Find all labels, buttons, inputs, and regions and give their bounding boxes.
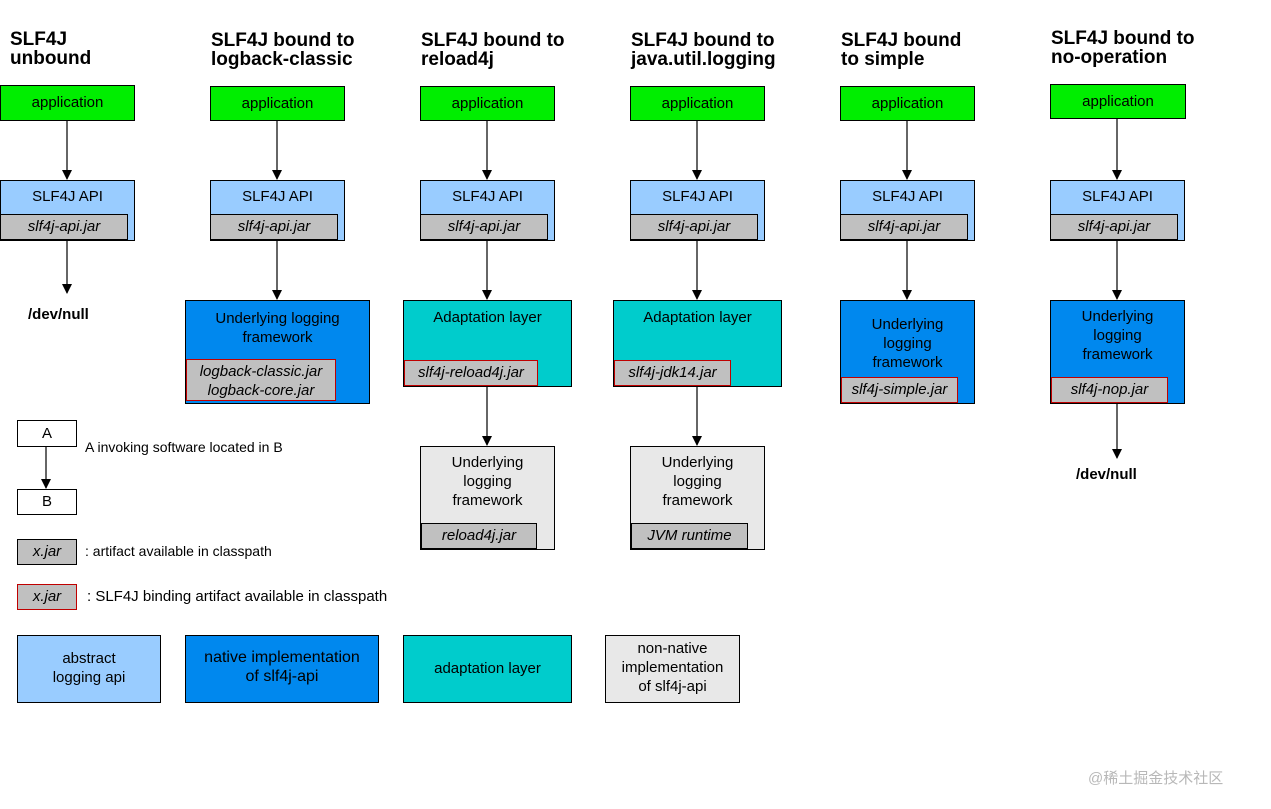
dev-null-label: /dev/null (28, 306, 89, 323)
slf4j-api-jar: slf4j-api.jar (0, 214, 128, 240)
slf4j-api-label: SLF4J API (1082, 188, 1153, 205)
legend-artifact-text: : artifact available in classpath (85, 543, 272, 559)
slf4j-api-label: SLF4J API (662, 188, 733, 205)
slf4j-simple-jar: slf4j-simple.jar (841, 377, 958, 403)
logback-jars: logback-classic.jar logback-core.jar (186, 359, 336, 401)
legend-invoking-text: A invoking software located in B (85, 439, 283, 455)
column-title-simple: SLF4J bound to simple (841, 30, 962, 70)
slf4j-api-label: SLF4J API (872, 188, 943, 205)
legend-artifact-jar: x.jar (17, 539, 77, 565)
legend-adaptation-layer: adaptation layer (403, 635, 572, 703)
application-box: application (420, 86, 555, 121)
application-label: application (871, 95, 944, 112)
application-box: application (210, 86, 345, 121)
column-title-jul: SLF4J bound to java.util.logging (631, 30, 776, 70)
legend-box-b: B (17, 489, 77, 515)
application-label: application (451, 95, 524, 112)
column-title-logback: SLF4J bound to logback-classic (211, 30, 355, 70)
framework-label: Underlying logging framework (871, 316, 944, 371)
slf4j-reload4j-jar: slf4j-reload4j.jar (404, 360, 538, 386)
legend-abstract-api: abstract logging api (17, 635, 161, 703)
slf4j-api-label: SLF4J API (242, 188, 313, 205)
adaptation-label: Adaptation layer (643, 309, 752, 326)
reload4j-jar: reload4j.jar (421, 523, 537, 549)
application-label: application (31, 94, 104, 111)
application-box: application (840, 86, 975, 121)
slf4j-api-jar: slf4j-api.jar (210, 214, 338, 240)
application-box: application (630, 86, 765, 121)
application-box: application (0, 85, 135, 121)
slf4j-jdk14-jar: slf4j-jdk14.jar (614, 360, 731, 386)
framework-label: Underlying logging framework (661, 454, 734, 509)
slf4j-api-label: SLF4J API (32, 188, 103, 205)
application-box: application (1050, 84, 1186, 119)
column-title-unbound: SLF4J unbound (10, 29, 92, 69)
slf4j-api-label: SLF4J API (452, 188, 523, 205)
framework-label: Underlying logging framework (215, 310, 340, 346)
application-label: application (1082, 93, 1154, 110)
jvm-runtime-jar: JVM runtime (631, 523, 748, 549)
slf4j-api-jar: slf4j-api.jar (420, 214, 548, 240)
slf4j-api-jar: slf4j-api.jar (630, 214, 758, 240)
dev-null-label: /dev/null (1076, 466, 1137, 483)
legend-binding-text: : SLF4J binding artifact available in cl… (87, 588, 388, 605)
framework-label: Underlying logging framework (1081, 308, 1154, 363)
legend-box-a: A (17, 420, 77, 447)
adaptation-label: Adaptation layer (433, 309, 542, 326)
legend-non-native: non-native implementation of slf4j-api (605, 635, 740, 703)
column-title-nop: SLF4J bound to no-operation (1051, 28, 1195, 68)
slf4j-api-jar: slf4j-api.jar (840, 214, 968, 240)
legend-native-implementation: native implementation of slf4j-api (185, 635, 379, 703)
application-label: application (241, 95, 314, 112)
watermark: @稀土掘金技术社区 (1088, 770, 1224, 787)
legend-binding-jar: x.jar (17, 584, 77, 610)
application-label: application (661, 95, 734, 112)
slf4j-api-jar: slf4j-api.jar (1050, 214, 1178, 240)
slf4j-nop-jar: slf4j-nop.jar (1051, 377, 1168, 403)
column-title-reload4j: SLF4J bound to reload4j (421, 30, 565, 70)
framework-label: Underlying logging framework (451, 454, 524, 509)
